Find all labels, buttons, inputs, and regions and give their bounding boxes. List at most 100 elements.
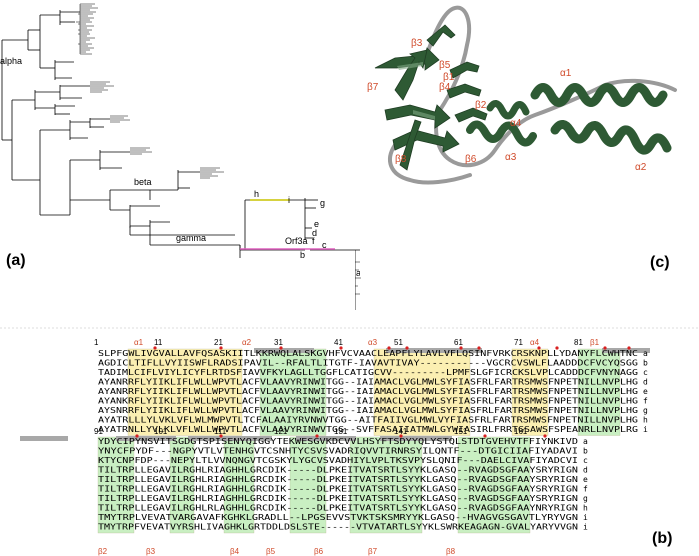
panel-label-b: (b) bbox=[652, 530, 673, 547]
alignment-highlights-block1 bbox=[127, 348, 621, 436]
position-number: 91 bbox=[94, 427, 103, 436]
helix-alpha4 bbox=[486, 100, 530, 120]
conservation-bar bbox=[296, 436, 356, 441]
sequence-row: YDYCIPYNSVITSGDGTSPISENYQIGGYTEKWESGVKDC… bbox=[98, 437, 578, 446]
position-number: 101 bbox=[154, 427, 168, 436]
position-number: 111 bbox=[214, 427, 227, 436]
position-number: 21 bbox=[214, 338, 223, 347]
sequence-row: AYATRLLLYLVKLVFLWLMWPVTLTCFALAAIYRVNWVTG… bbox=[98, 416, 638, 425]
highlight-box bbox=[349, 436, 423, 534]
branch-a-extension bbox=[355, 250, 361, 310]
highlight-box bbox=[577, 348, 621, 436]
sequence-label: g bbox=[583, 494, 588, 503]
sequence-label: e bbox=[583, 475, 588, 484]
sequence-label: d bbox=[643, 378, 648, 387]
sequence-row: TMYTRPFVEVATVYRSHLIVAGHKLGRTDDLDSLSTE---… bbox=[98, 523, 578, 532]
position-number: 41 bbox=[334, 338, 343, 347]
sequence-label: c bbox=[583, 456, 588, 465]
strand-beta6 bbox=[454, 107, 488, 123]
position-number: 11 bbox=[154, 338, 163, 347]
panel-label-c: (c) bbox=[650, 254, 670, 271]
clade-label-gamma: gamma bbox=[176, 233, 206, 243]
label-beta2: β2 bbox=[475, 100, 487, 111]
position-number: 131 bbox=[334, 427, 348, 436]
sequence-row: TILTRPLLEGAVILRGHLRLAGHHLGRCDIK-----DLPK… bbox=[98, 504, 578, 513]
sequence-row: YNYCFPYDF---NGPYVTLVTENHGVTCSNHTYCSVSVAD… bbox=[98, 447, 578, 456]
highlight-box bbox=[169, 436, 195, 534]
conserved-dot bbox=[219, 434, 223, 438]
phylogenetic-tree: alpha beta gamma Orf3a a b c d e f g h i bbox=[0, 3, 360, 278]
coil-backbone bbox=[423, 5, 677, 168]
highlight-box bbox=[127, 348, 243, 436]
conserved-dot bbox=[537, 346, 541, 350]
conservation-bar bbox=[20, 436, 68, 441]
conservation-bar bbox=[602, 348, 650, 353]
sequence-label: i bbox=[583, 513, 588, 522]
alignment-highlights-block2 bbox=[97, 436, 531, 534]
sequence-label: d bbox=[583, 466, 588, 475]
label-alpha1: α1 bbox=[560, 68, 572, 79]
conservation-bar bbox=[254, 348, 314, 353]
ss-label-bottom: β3 bbox=[146, 547, 156, 556]
conserved-dot bbox=[459, 346, 463, 350]
sequence-label: i bbox=[583, 523, 588, 532]
leaf-label-b: b bbox=[300, 250, 305, 260]
highlight-box bbox=[259, 348, 327, 436]
position-number: 141 bbox=[394, 427, 408, 436]
highlight-box bbox=[289, 436, 327, 534]
leaf-label-a: a bbox=[356, 268, 360, 278]
highlight-box bbox=[457, 436, 531, 534]
highlight-box bbox=[223, 436, 255, 534]
helix-alpha3 bbox=[466, 120, 537, 147]
conserved-dot bbox=[477, 346, 481, 350]
highlight-box bbox=[373, 348, 471, 436]
leaf-label-i: i bbox=[288, 195, 290, 205]
conserved-dot bbox=[135, 434, 139, 438]
sequence-row: AYANRRFLYIIKLIFLWLLWPVTLACFVLAAVYRINWITG… bbox=[98, 387, 638, 396]
sequence-label: g bbox=[643, 406, 648, 415]
strand-beta-sheet-2 bbox=[384, 104, 451, 129]
label-beta3: β3 bbox=[411, 38, 423, 49]
strand-beta4 bbox=[446, 83, 482, 99]
sequence-label: b bbox=[583, 447, 588, 456]
conserved-dot bbox=[315, 434, 319, 438]
strand-beta8 bbox=[392, 129, 460, 153]
highlight-box bbox=[97, 436, 135, 534]
sequence-label: h bbox=[583, 504, 588, 513]
conserved-dot bbox=[219, 346, 223, 350]
sequence-row: AYATRNLLYVLKLVFLWLLWPVTLACFVLAAVYRINWVTG… bbox=[98, 425, 638, 434]
label-beta8: β8 bbox=[395, 154, 407, 165]
sequence-label: a bbox=[643, 349, 648, 358]
position-number: 1 bbox=[94, 338, 99, 347]
tree-branches bbox=[1, 10, 360, 258]
helix-alpha2 bbox=[550, 120, 672, 155]
sequence-row: KTYCNPFDP---NEPYLTLVVNQNGVTCGSKYLYGCVSVA… bbox=[98, 456, 578, 465]
sequence-row: AYANRRFLYIIKLIFLWLLWPVTLACFVLAAVYRINWITG… bbox=[98, 378, 638, 387]
label-alpha4: α4 bbox=[510, 118, 522, 129]
position-number: 31 bbox=[274, 338, 283, 347]
alpha-cluster bbox=[76, 3, 224, 179]
conservation-bar bbox=[386, 348, 482, 353]
sequence-row: TMYTRPLVEVATVARGAVAFKGHKLGRADLL--LPGSEVV… bbox=[98, 513, 578, 522]
sequence-label: e bbox=[643, 387, 648, 396]
strand-beta3 bbox=[426, 24, 456, 47]
position-number: 161 bbox=[514, 427, 528, 436]
conserved-dot bbox=[555, 346, 559, 350]
conserved-dot bbox=[399, 434, 403, 438]
panel-label-a: (a) bbox=[6, 252, 26, 269]
sequence-label: f bbox=[583, 485, 588, 494]
sequence-label: a bbox=[583, 437, 588, 446]
leaf-label-h: h bbox=[254, 189, 259, 199]
alignment-block-2: YDYCIPYNSVITSGDGTSPISENYQIGGYTEKWESGVKDC… bbox=[98, 437, 588, 532]
position-number: 51 bbox=[394, 338, 403, 347]
sequence-label: i bbox=[643, 425, 648, 434]
conserved-dot bbox=[483, 434, 487, 438]
sequence-label: b bbox=[643, 359, 648, 368]
conservation-bar bbox=[116, 436, 176, 441]
conserved-dot bbox=[153, 346, 157, 350]
leaf-label-f: f bbox=[312, 236, 315, 246]
ss-label-bottom: β4 bbox=[230, 547, 240, 556]
highlight-box bbox=[511, 348, 549, 436]
conserved-dot bbox=[387, 346, 391, 350]
